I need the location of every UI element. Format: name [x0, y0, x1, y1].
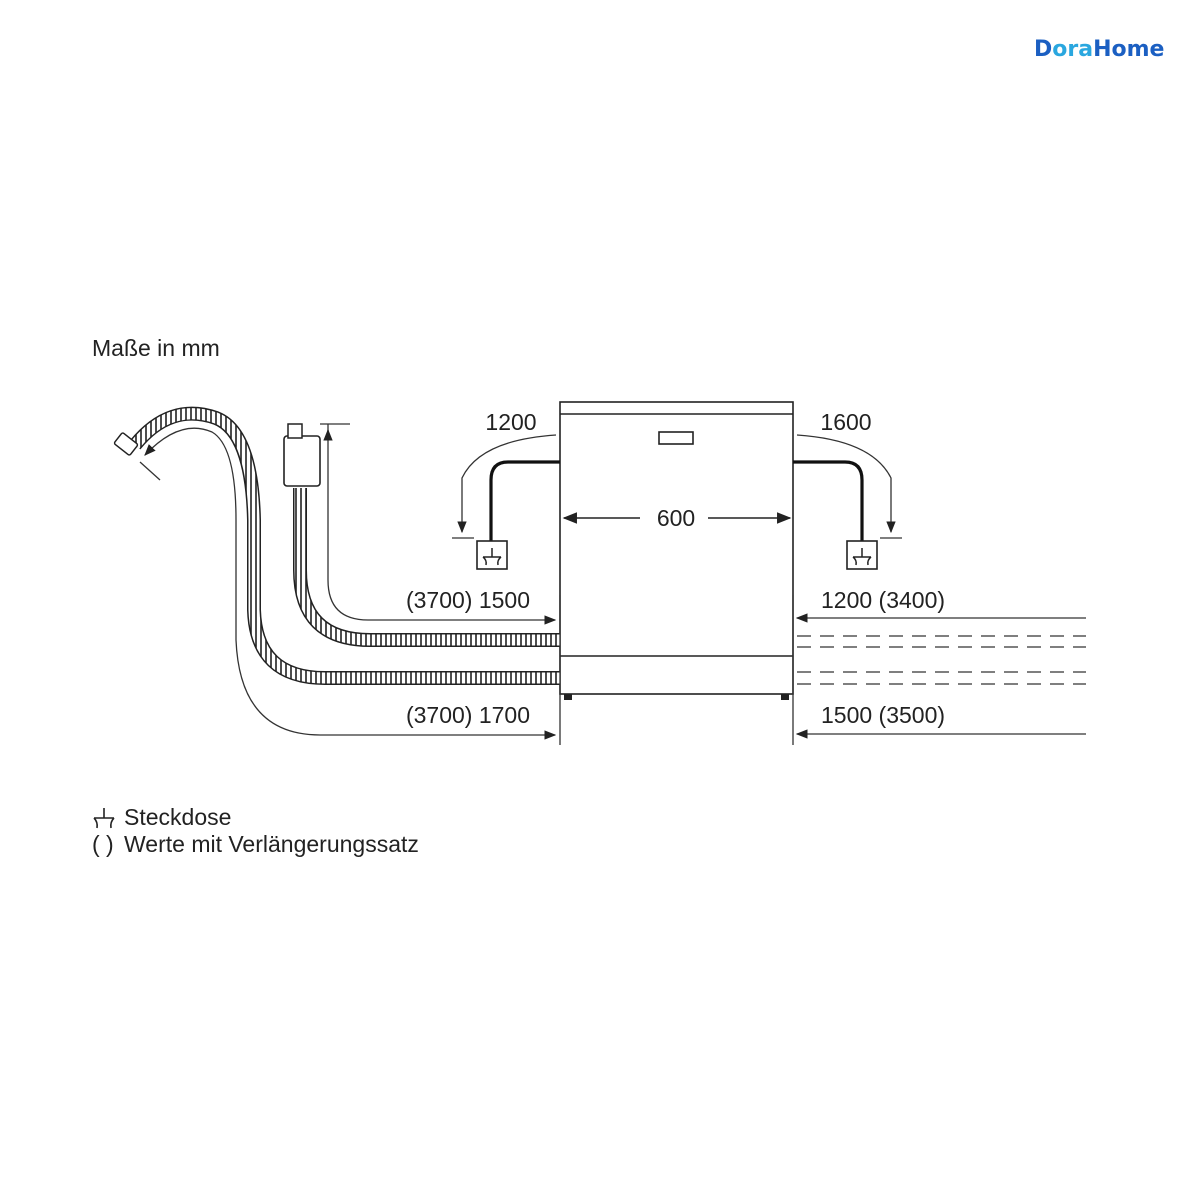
drain-hose-end	[113, 432, 139, 456]
brand-middle: ora	[1052, 37, 1093, 62]
legend-parens-text: Werte mit Verlängerungssatz	[124, 831, 419, 857]
right-cord-label: 1600	[820, 409, 871, 435]
aquastop-valve	[283, 435, 321, 487]
right-upper-label: 1200 (3400)	[821, 587, 945, 613]
right-lower-label: 1500 (3500)	[821, 702, 945, 728]
legend-socket-text: Steckdose	[124, 804, 231, 830]
appliance	[559, 401, 794, 700]
width-dimension: 600	[562, 505, 792, 531]
control-panel-display	[658, 431, 694, 445]
svg-text:DoraHome: DoraHome	[1034, 37, 1164, 62]
brand-prefix: D	[1034, 37, 1052, 62]
legend-parens-symbol: ( )	[92, 831, 114, 857]
appliance-foot-right	[781, 694, 789, 700]
right-dimensions: 1200 (3400) 1500 (3500)	[559, 587, 1086, 745]
inlet-hose: (3700) 1500	[283, 423, 560, 647]
appliance-foot-left	[564, 694, 572, 700]
right-power-cord: 1600	[793, 409, 902, 570]
legend: Steckdose ( ) Werte mit Verlängerungssat…	[92, 804, 419, 857]
left-cord-label: 1200	[485, 409, 536, 435]
width-label: 600	[657, 505, 695, 531]
left-power-cord: 1200	[452, 409, 560, 570]
left-lower-hose-label: (3700) 1700	[406, 702, 530, 728]
socket-icon	[93, 808, 115, 829]
units-label: Maße in mm	[92, 335, 220, 361]
brand-suffix: Home	[1093, 37, 1164, 62]
left-upper-hose-label: (3700) 1500	[406, 587, 530, 613]
drain-hose: (3700) 1700	[113, 406, 560, 740]
brand-logo: DoraHome	[1034, 37, 1164, 62]
